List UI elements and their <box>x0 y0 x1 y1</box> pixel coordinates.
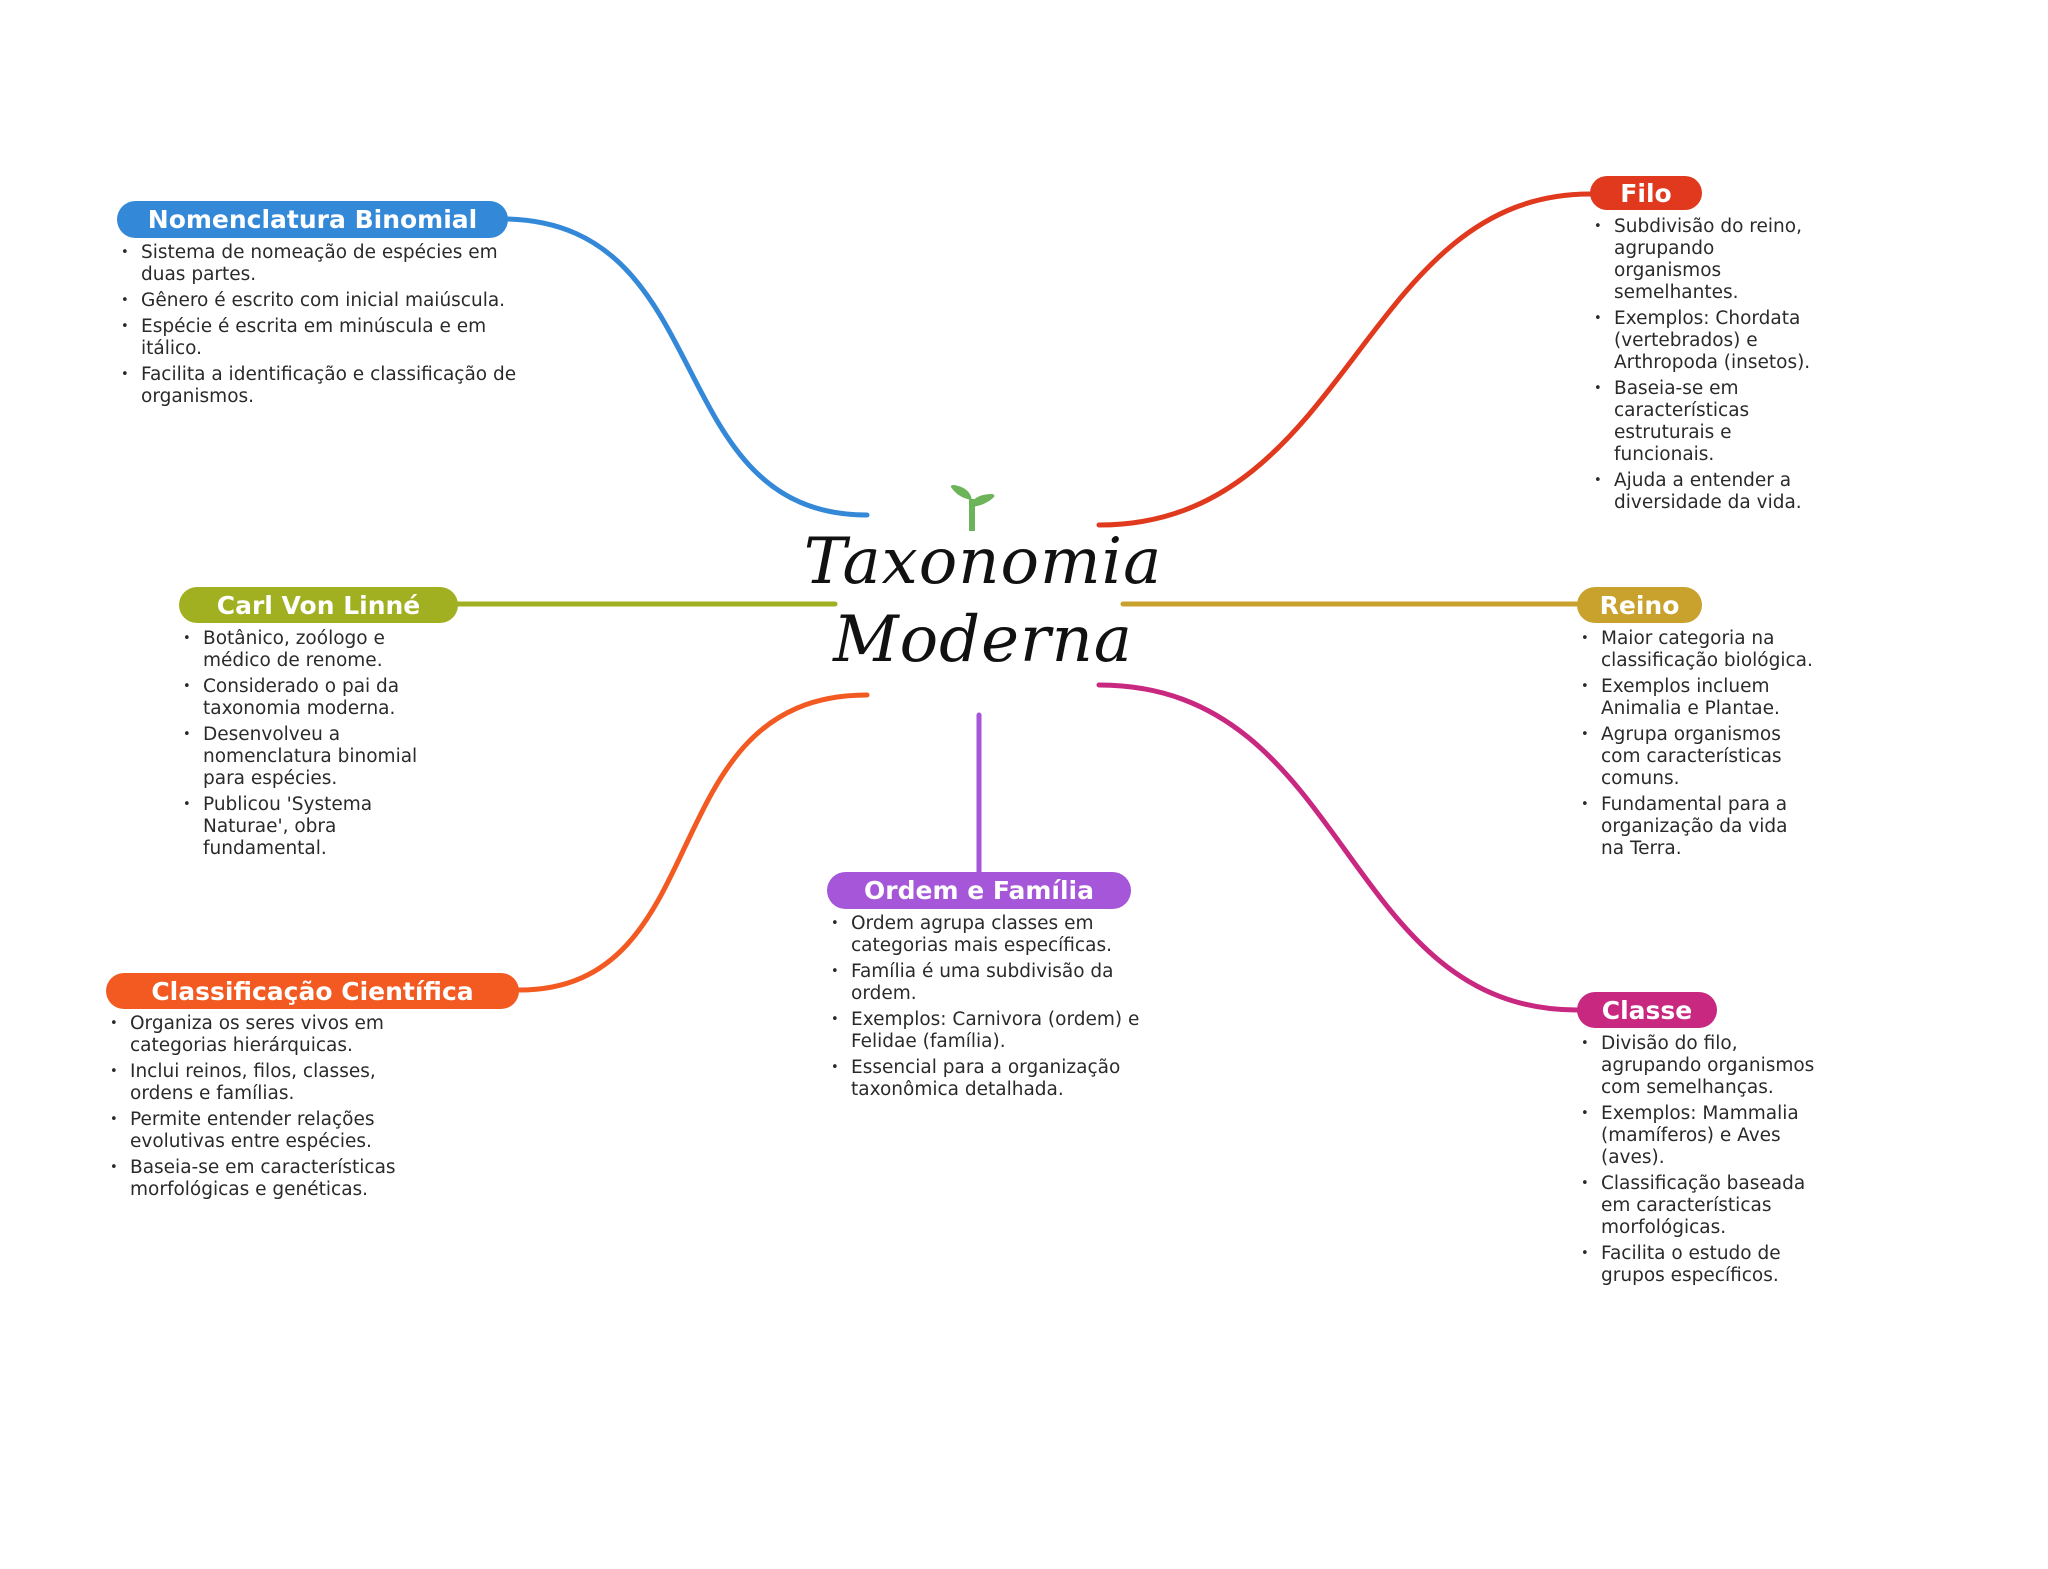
link-nomenclatura <box>505 216 870 518</box>
note-item: Ordem agrupa classes em categorias mais … <box>831 913 1161 957</box>
notes-classificacao: Organiza os seres vivos em categorias hi… <box>106 1013 440 1205</box>
link-filo <box>1096 191 1593 528</box>
note-item: Organiza os seres vivos em categorias hi… <box>110 1013 440 1057</box>
node-reino[interactable]: Reino <box>1577 587 1702 623</box>
note-item: Essencial para a organização taxonômica … <box>831 1057 1161 1101</box>
node-ordem-e-familia[interactable]: Ordem e Família <box>827 872 1131 909</box>
note-item: Publicou 'Systema Naturae', obra fundame… <box>183 794 443 860</box>
note-item: Família é uma subdivisão da ordem. <box>831 961 1161 1005</box>
note-item: Considerado o pai da taxonomia moderna. <box>183 676 443 720</box>
note-item: Facilita o estudo de grupos específicos. <box>1581 1243 1826 1287</box>
note-item: Exemplos incluem Animalia e Plantae. <box>1581 676 1816 720</box>
central-title-line1: Taxonomia <box>803 525 1163 599</box>
note-item: Exemplos: Carnivora (ordem) e Felidae (f… <box>831 1009 1161 1053</box>
node-classe[interactable]: Classe <box>1577 992 1717 1028</box>
note-item: Maior categoria na classificação biológi… <box>1581 628 1816 672</box>
sprout-icon <box>950 485 995 531</box>
note-item: Baseia-se em características estruturais… <box>1594 378 1814 466</box>
note-item: Ajuda a entender a diversidade da vida. <box>1594 470 1814 514</box>
notes-ordem: Ordem agrupa classes em categorias mais … <box>827 913 1161 1105</box>
node-nomenclatura-binomial[interactable]: Nomenclatura Binomial <box>117 201 508 238</box>
note-item: Subdivisão do reino, agrupando organismo… <box>1594 216 1814 304</box>
note-item: Botânico, zoólogo e médico de renome. <box>183 628 443 672</box>
note-item: Baseia-se em características morfológica… <box>110 1157 440 1201</box>
link-classificacao <box>516 692 870 993</box>
notes-nomenclatura: Sistema de nomeação de espécies em duas … <box>117 242 521 412</box>
note-item: Exemplos: Mammalia (mamíferos) e Aves (a… <box>1581 1103 1826 1169</box>
notes-classe: Divisão do filo, agrupando organismos co… <box>1577 1033 1826 1291</box>
node-classificacao-cientifica[interactable]: Classificação Científica <box>106 973 519 1009</box>
note-item: Desenvolveu a nomenclatura binomial para… <box>183 724 443 790</box>
note-item: Agrupa organismos com características co… <box>1581 724 1816 790</box>
note-item: Gênero é escrito com inicial maiúscula. <box>121 290 521 312</box>
note-item: Facilita a identificação e classificação… <box>121 364 521 408</box>
central-title-line2: Moderna <box>833 603 1133 677</box>
note-item: Fundamental para a organização da vida n… <box>1581 794 1816 860</box>
note-item: Sistema de nomeação de espécies em duas … <box>121 242 521 286</box>
note-item: Exemplos: Chordata (vertebrados) e Arthr… <box>1594 308 1814 374</box>
node-carl-von-linne[interactable]: Carl Von Linné <box>179 587 458 623</box>
notes-carl: Botânico, zoólogo e médico de renome. Co… <box>179 628 443 864</box>
notes-reino: Maior categoria na classificação biológi… <box>1577 628 1816 864</box>
notes-filo: Subdivisão do reino, agrupando organismo… <box>1590 216 1814 518</box>
note-item: Divisão do filo, agrupando organismos co… <box>1581 1033 1826 1099</box>
note-item: Espécie é escrita em minúscula e em itál… <box>121 316 521 360</box>
link-classe <box>1096 682 1580 1013</box>
note-item: Inclui reinos, filos, classes, ordens e … <box>110 1061 440 1105</box>
note-item: Permite entender relações evolutivas ent… <box>110 1109 440 1153</box>
note-item: Classificação baseada em características… <box>1581 1173 1826 1239</box>
node-filo[interactable]: Filo <box>1590 176 1702 210</box>
